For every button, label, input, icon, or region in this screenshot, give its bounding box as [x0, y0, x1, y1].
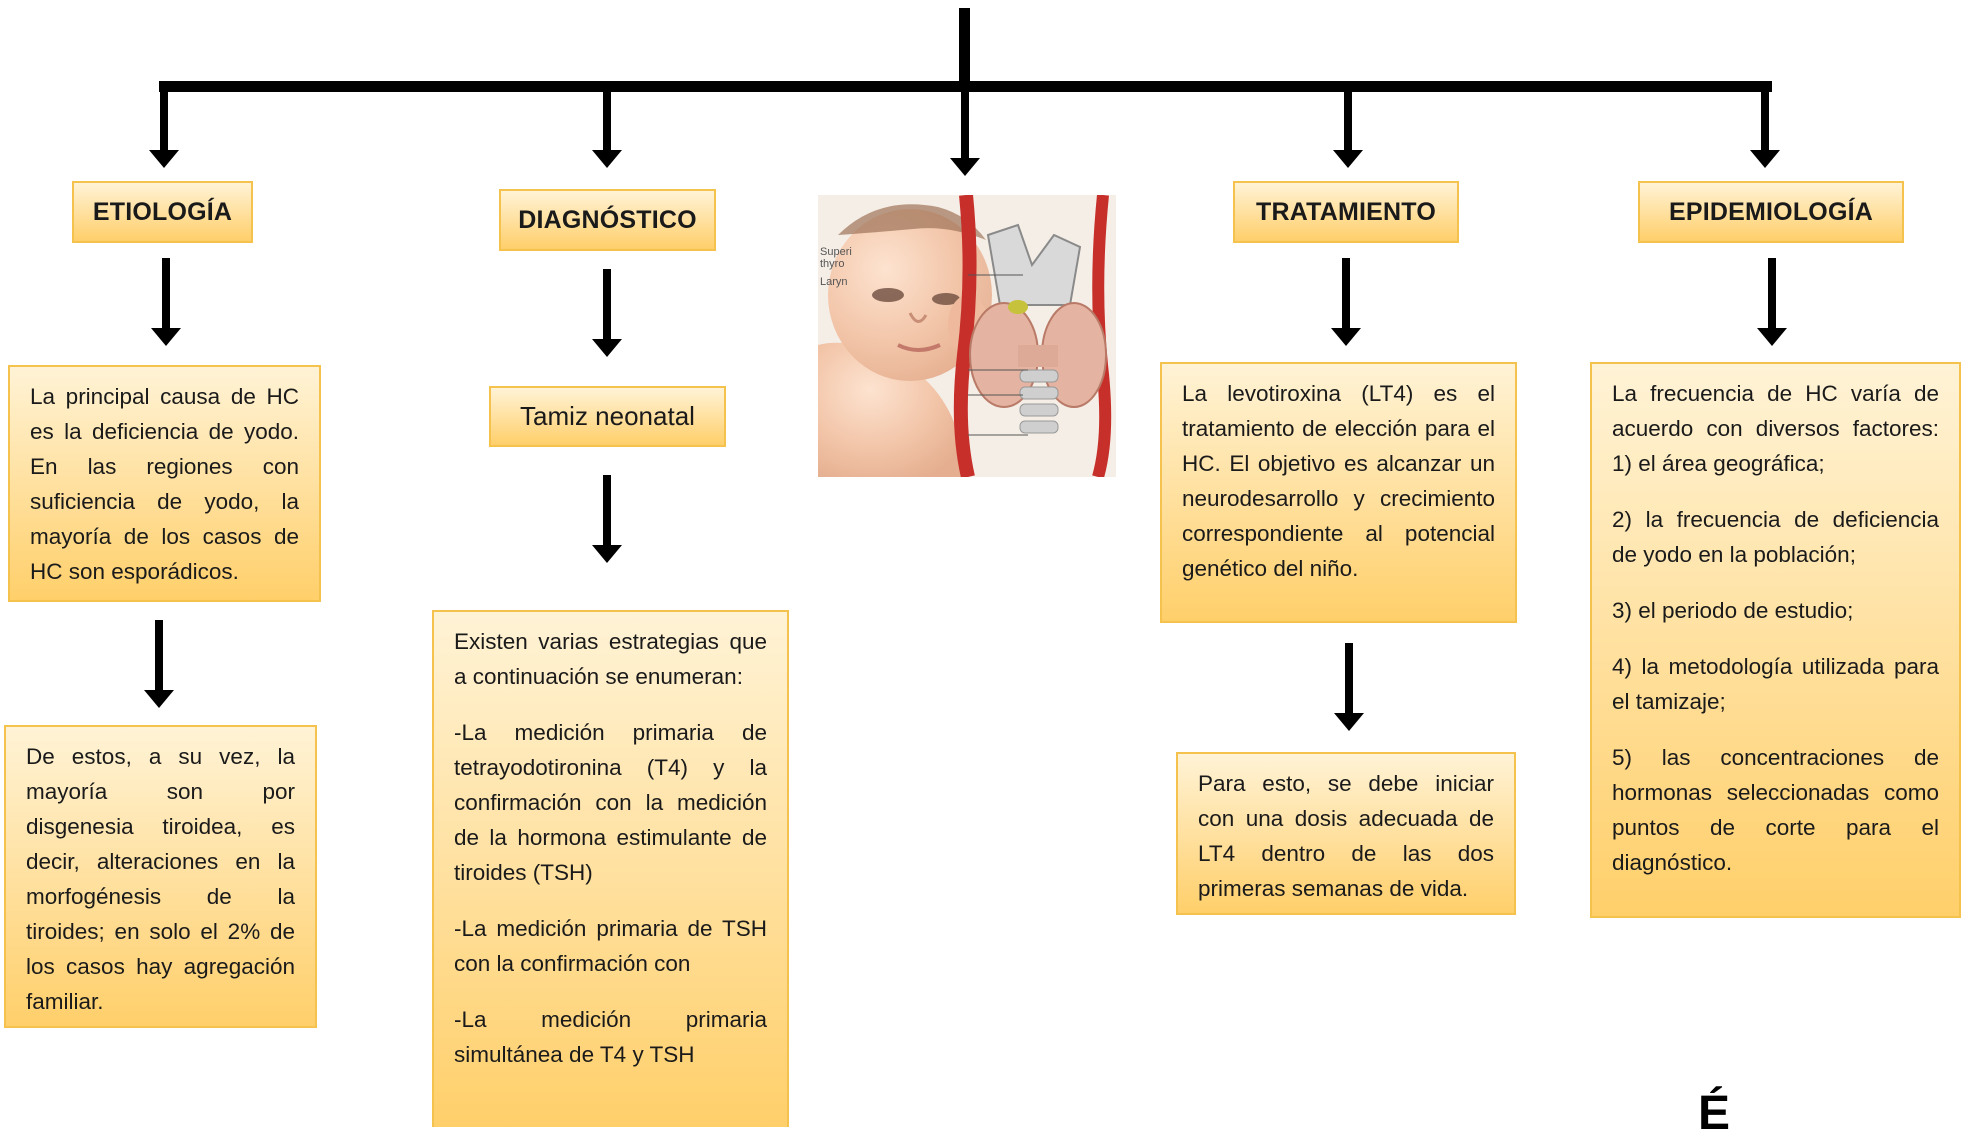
etiologia-title: ETIOLOGÍA: [72, 181, 253, 243]
arrow-etiologia-2: [144, 620, 174, 708]
arrow-tratamiento-2: [1334, 643, 1364, 731]
epidemiologia-title: EPIDEMIOLOGÍA: [1638, 181, 1904, 243]
diagnostico-paragraph: -La medición primaria de tetrayodotironi…: [454, 720, 767, 885]
arrow-to-image: [950, 84, 980, 176]
arrow-to-tratamiento: [1333, 84, 1363, 168]
diagnostico-paragraph: Existen varias estrategias que a continu…: [454, 629, 767, 689]
tratamiento-dose-box: Para esto, se debe iniciar con una dosis…: [1176, 752, 1516, 915]
tamiz-neonatal-box: Tamiz neonatal: [489, 386, 726, 447]
image-label-fragment: Superi: [820, 246, 852, 258]
infant-thyroid-icon: Superi thyro Laryn: [818, 195, 1116, 477]
epidemiologia-paragraph: 4) la metodología utilizada para el tami…: [1612, 654, 1939, 714]
epidemiologia-factors-box: La frecuencia de HC varía de acuerdo con…: [1590, 362, 1961, 918]
image-label-fragment: Laryn: [820, 276, 848, 288]
top-stem: [959, 8, 970, 88]
arrow-diagnostico-2: [592, 475, 622, 563]
arrow-etiologia-1: [151, 258, 181, 346]
epidemiologia-paragraph: 5) las concentraciones de hormonas selec…: [1612, 745, 1939, 875]
arrow-to-etiologia: [149, 84, 179, 168]
diagnostico-title: DIAGNÓSTICO: [499, 189, 716, 251]
arrow-tratamiento-1: [1331, 258, 1361, 346]
diagnostico-paragraph: -La medición primaria de TSH con la conf…: [454, 916, 767, 976]
arrow-epidemiologia-1: [1757, 258, 1787, 346]
infant-thyroid-illustration: Superi thyro Laryn: [818, 195, 1116, 477]
arrow-to-epidemiologia: [1750, 84, 1780, 168]
arrow-diagnostico-1: [592, 269, 622, 357]
epidemiologia-paragraph: 2) la frecuencia de deficiencia de yodo …: [1612, 507, 1939, 567]
diagnostico-paragraph: -La medición primaria simultánea de T4 y…: [454, 1007, 767, 1067]
etiologia-detail-box: De estos, a su vez, la mayoría son por d…: [4, 725, 317, 1028]
diagnostico-strategies-box: Existen varias estrategias que a continu…: [432, 610, 789, 1127]
tratamiento-levotiroxina-box: La levotiroxina (LT4) es el tratamiento …: [1160, 362, 1517, 623]
etiologia-cause-box: La principal causa de HC es la deficienc…: [8, 365, 321, 602]
epidemiologia-paragraph: 3) el periodo de estudio;: [1612, 598, 1854, 623]
tratamiento-title: TRATAMIENTO: [1233, 181, 1459, 243]
footer-glyph: É: [1698, 1087, 1731, 1140]
image-label-fragment: thyro: [820, 258, 844, 270]
arrow-to-diagnostico: [592, 84, 622, 168]
epidemiologia-paragraph: La frecuencia de HC varía de acuerdo con…: [1612, 381, 1939, 476]
